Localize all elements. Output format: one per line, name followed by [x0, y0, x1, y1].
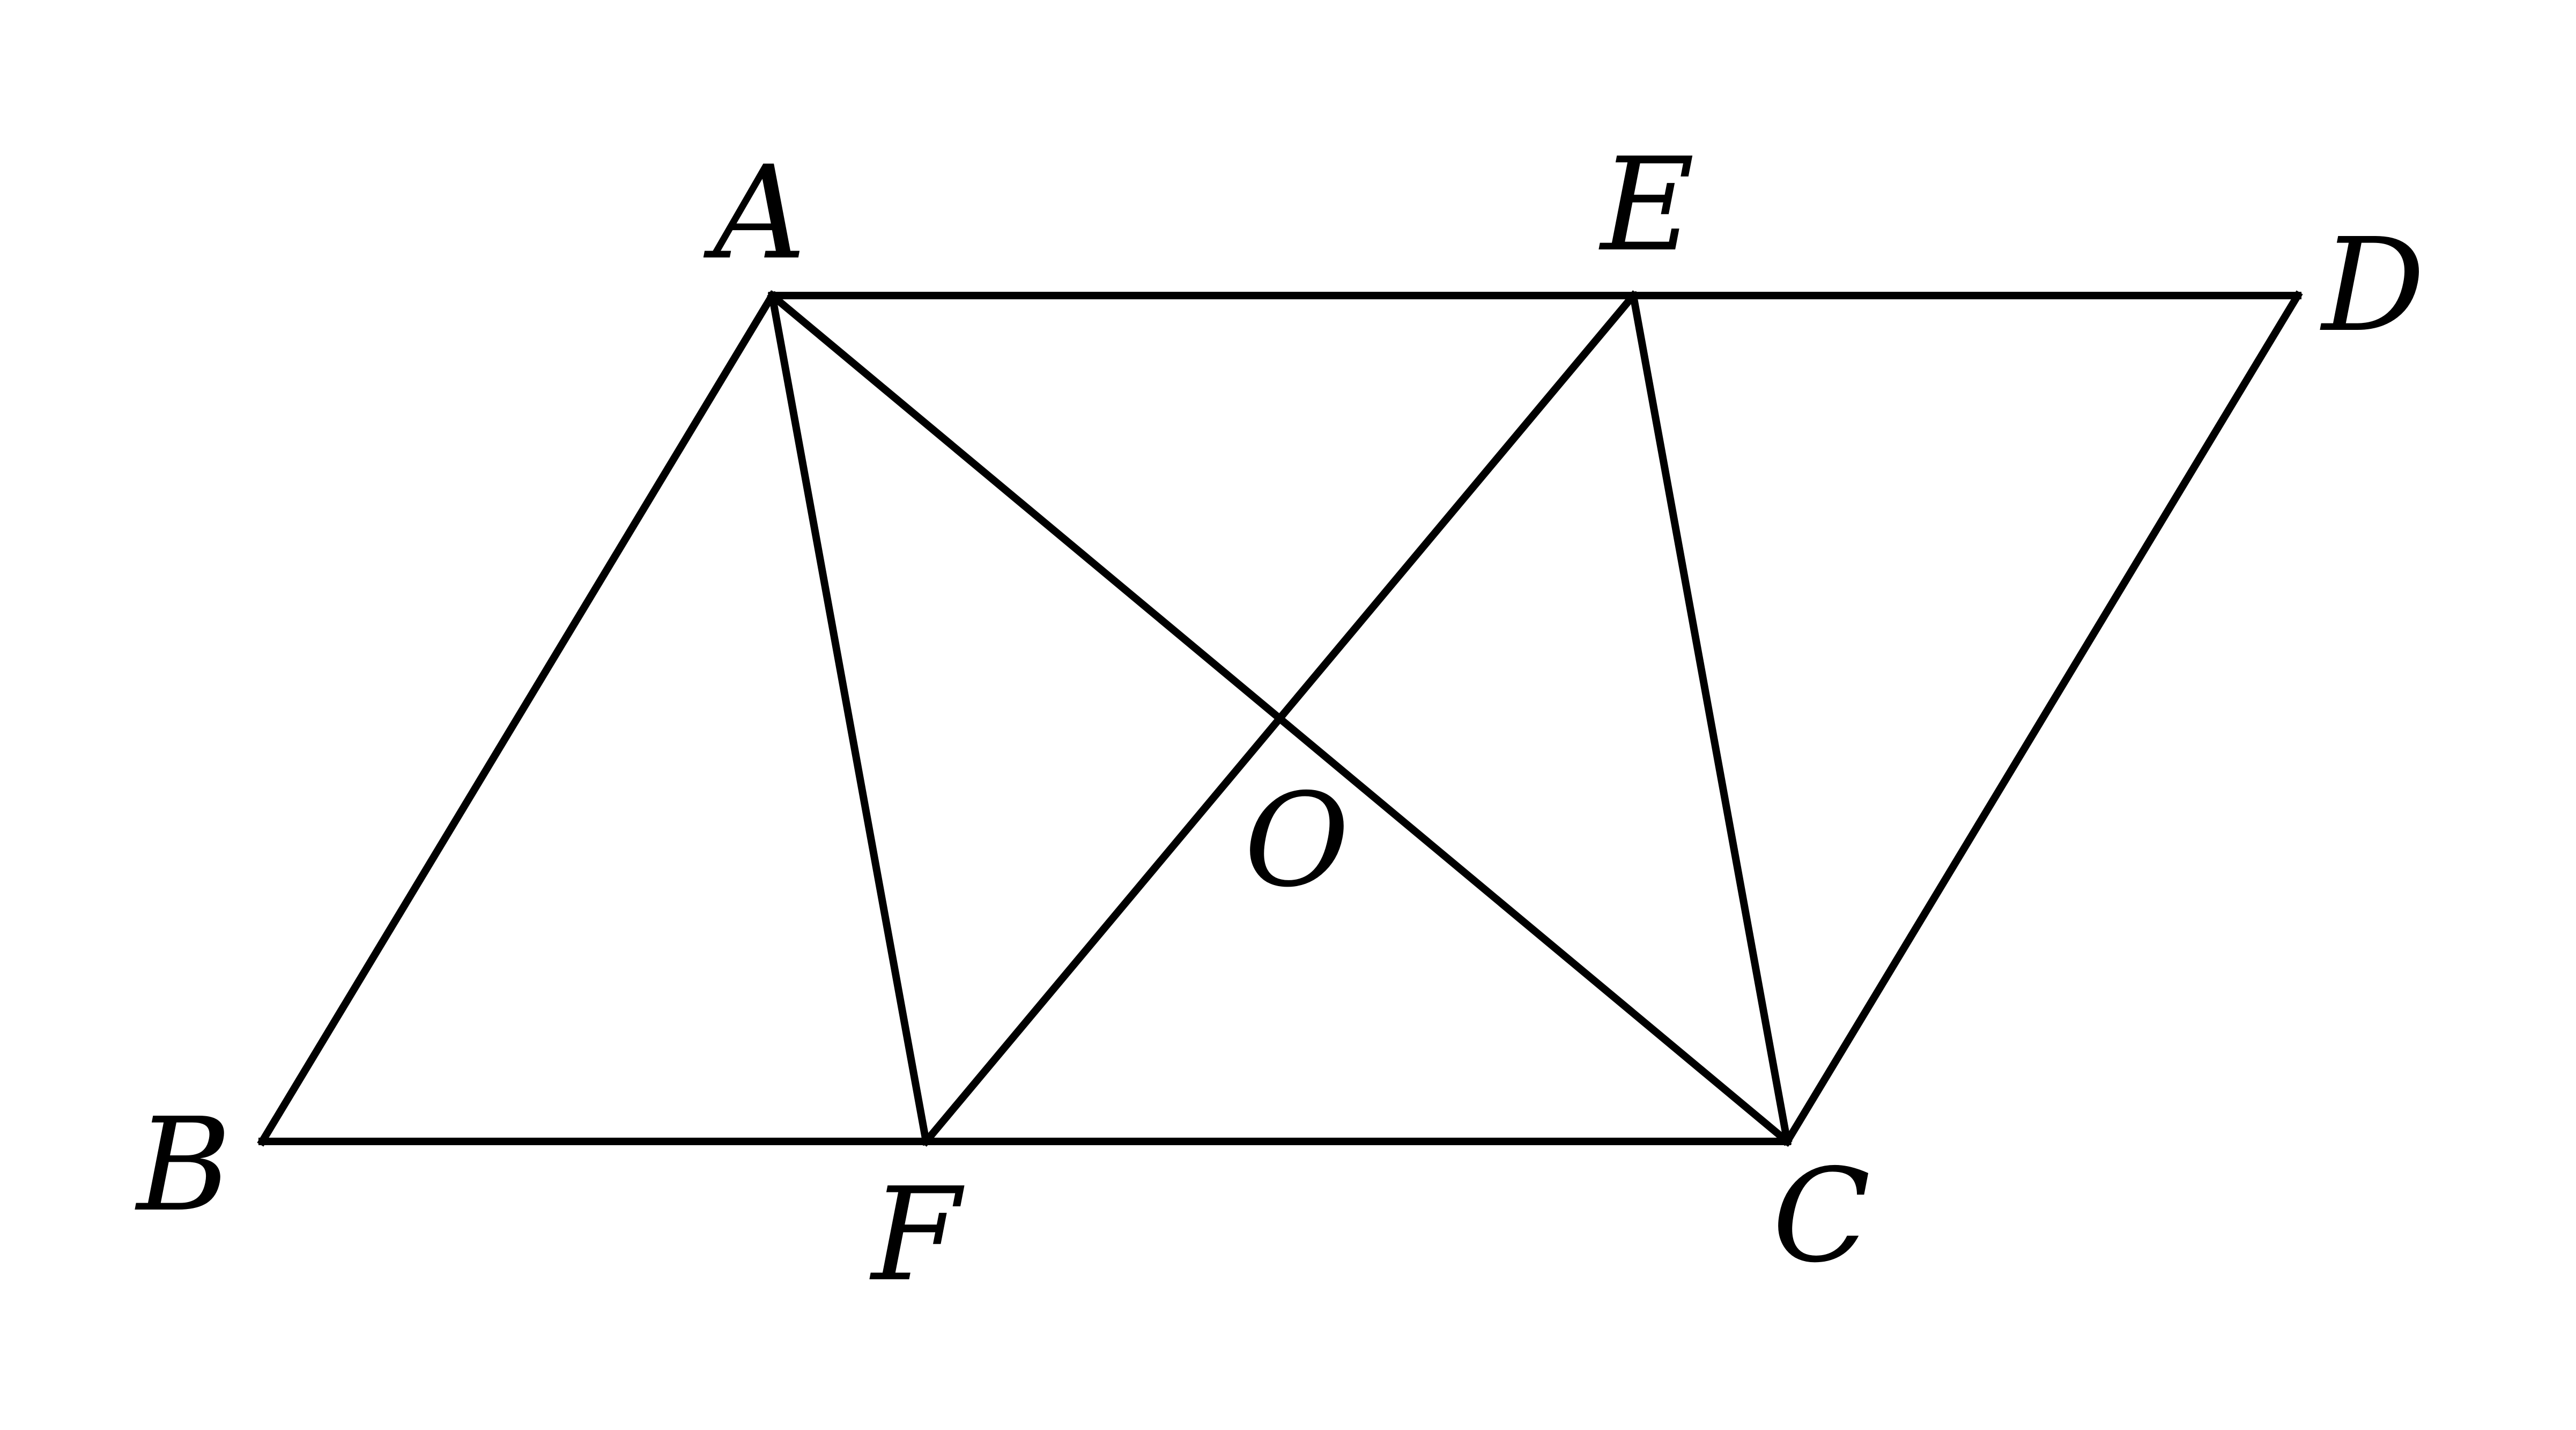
- segment-ef: [921, 290, 1639, 1147]
- label-d: D: [2320, 210, 2425, 360]
- label-o: O: [1244, 765, 1350, 916]
- segment-ec: [1628, 291, 1792, 1146]
- label-b: B: [135, 1090, 231, 1240]
- segment-cd: [1782, 290, 2303, 1147]
- label-e: E: [1598, 130, 1694, 280]
- label-c: C: [1772, 1141, 1871, 1291]
- label-a: A: [703, 138, 806, 288]
- segment-af: [767, 291, 931, 1146]
- label-f: F: [869, 1160, 965, 1310]
- segment-ab: [257, 290, 778, 1147]
